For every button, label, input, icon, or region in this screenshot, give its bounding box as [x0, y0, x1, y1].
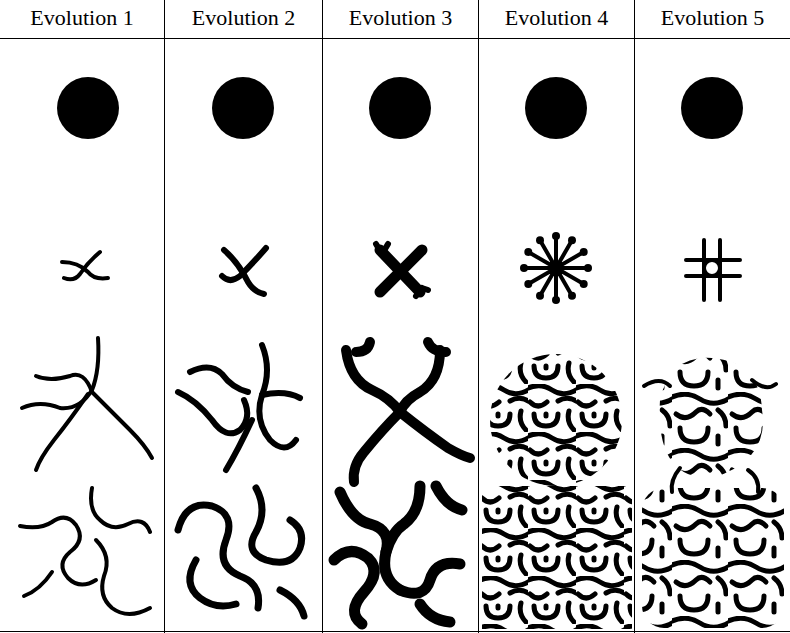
column-header: Evolution 3 — [323, 3, 478, 33]
initial-disc — [57, 77, 743, 139]
square-labyrinth — [482, 486, 632, 629]
rounded-labyrinth — [642, 488, 784, 628]
final-branches — [20, 486, 462, 624]
labyrinth-blob — [650, 350, 774, 486]
early-branches — [62, 236, 740, 300]
growing-branches — [22, 338, 776, 492]
column-header: Evolution 5 — [635, 3, 790, 33]
column-header: Evolution 2 — [165, 3, 322, 33]
arm-tips — [520, 232, 592, 304]
column-header: Evolution 1 — [0, 3, 164, 33]
column-header: Evolution 4 — [479, 3, 634, 33]
radial-labyrinth — [488, 352, 624, 488]
